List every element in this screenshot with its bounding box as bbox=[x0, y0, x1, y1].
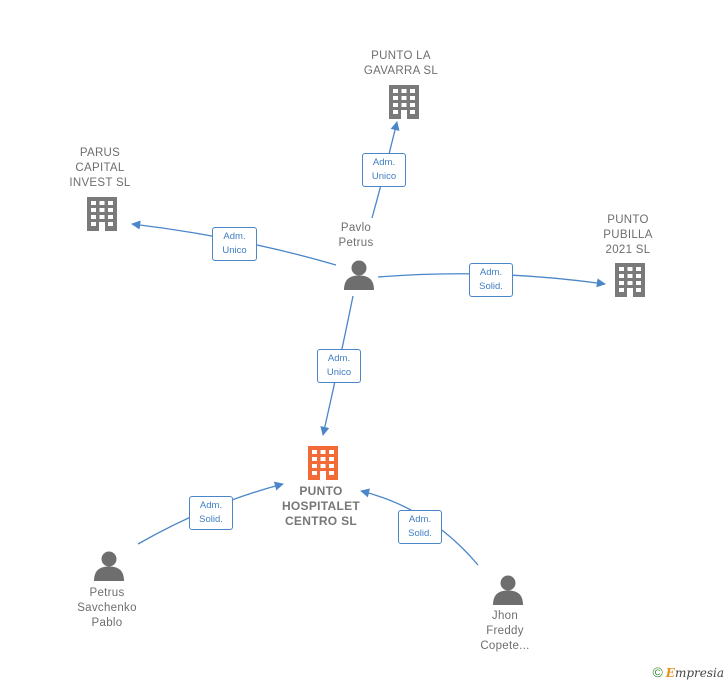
node-label-pavlo[interactable]: Pavlo Petrus bbox=[338, 222, 374, 249]
brand-initial: E bbox=[665, 666, 675, 680]
building-icon-hospitalet[interactable] bbox=[308, 446, 338, 480]
edge-label-line2: Solid. bbox=[408, 528, 432, 539]
edge-label-line2: Unico bbox=[326, 367, 352, 378]
edge-label-line1: Adm. bbox=[199, 500, 223, 511]
edge-label-pavlo-pubilla: Adm. Solid. bbox=[469, 263, 513, 297]
edge-label-pavlo-gavarra: Adm. Unico bbox=[362, 153, 406, 187]
building-icon-gavarra[interactable] bbox=[389, 85, 419, 119]
node-label-petrus[interactable]: Petrus Savchenko Pablo bbox=[77, 587, 137, 629]
node-label-hospitalet[interactable]: PUNTO HOSPITALET CENTRO SL bbox=[281, 484, 361, 528]
edge-label-line2: Unico bbox=[371, 171, 397, 182]
building-icon-parus[interactable] bbox=[87, 197, 117, 231]
edge-label-line1: Adm. bbox=[479, 267, 503, 278]
edge-label-line1: Adm. bbox=[372, 157, 396, 168]
edge-label-line1: Adm. bbox=[223, 231, 246, 242]
edge-label-line1: Adm. bbox=[408, 514, 432, 525]
person-icon-jhon[interactable] bbox=[493, 575, 523, 606]
node-label-gavarra[interactable]: PUNTO LA GAVARRA SL bbox=[363, 50, 439, 77]
building-icon-pubilla[interactable] bbox=[615, 263, 645, 297]
edge-label-jhon-hospitalet: Adm. Solid. bbox=[398, 510, 442, 544]
brand-name: mpresia bbox=[674, 666, 724, 680]
person-icon-pavlo[interactable] bbox=[344, 260, 374, 291]
footer-credit[interactable]: ©Empresia bbox=[652, 664, 724, 680]
edge-label-line2: Unico bbox=[222, 245, 247, 256]
node-label-pubilla[interactable]: PUNTO PUBILLA 2021 SL bbox=[603, 214, 653, 256]
edge-label-line2: Solid. bbox=[199, 514, 223, 525]
copyright-icon: © bbox=[652, 664, 663, 680]
edge-label-line2: Solid. bbox=[479, 281, 503, 292]
brand-logo: Empresia bbox=[666, 666, 724, 680]
edge-label-line1: Adm. bbox=[327, 353, 351, 364]
edge-label-petrus-hospitalet: Adm. Solid. bbox=[189, 496, 233, 530]
edge-label-pavlo-parus: Adm. Unico bbox=[212, 227, 257, 261]
node-label-jhon[interactable]: Jhon Freddy Copete... bbox=[480, 610, 530, 652]
person-icon-petrus[interactable] bbox=[94, 551, 124, 582]
edge-label-pavlo-hospitalet: Adm. Unico bbox=[317, 349, 361, 383]
node-label-parus[interactable]: PARUS CAPITAL INVEST SL bbox=[69, 147, 131, 189]
